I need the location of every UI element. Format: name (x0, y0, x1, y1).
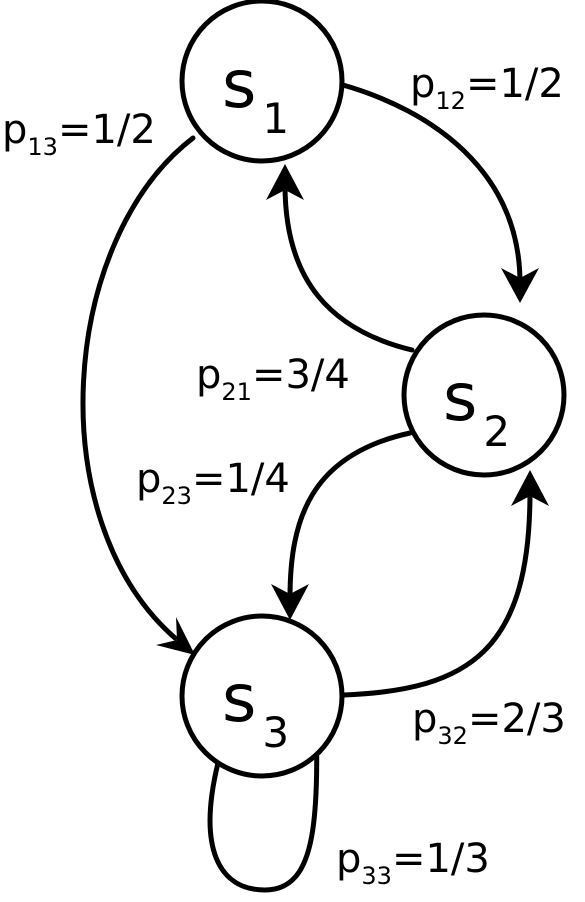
label-p33-symbol: p (336, 836, 361, 882)
state-s3: s 3 (179, 613, 345, 779)
state-s2-circle (401, 312, 567, 478)
state-s1: s 1 (179, 0, 345, 164)
label-p33: p33=1/3 (336, 836, 490, 890)
label-p13-value: =1/2 (58, 107, 156, 153)
label-p21-index: 21 (221, 378, 252, 406)
edge-s3-s2 (341, 489, 533, 698)
label-p32-symbol: p (412, 696, 437, 742)
label-p23: p23=1/4 (136, 456, 290, 510)
state-s3-letter: s (222, 660, 256, 737)
edge-s2-s1-arrowhead (266, 164, 304, 200)
edge-s2-s3 (287, 430, 413, 601)
label-p23-value: =1/4 (192, 456, 290, 502)
label-p32-value: =2/3 (468, 696, 566, 742)
label-p12-symbol: p (410, 61, 435, 107)
label-p32: p32=2/3 (412, 696, 566, 750)
state-s2-letter: s (443, 359, 477, 436)
state-s3-circle (179, 613, 345, 779)
label-p33-value: =1/3 (392, 836, 490, 882)
edge-s1-s3 (80, 135, 196, 641)
state-s1-subscript: 1 (262, 94, 289, 143)
state-s1-label: s 1 (222, 46, 289, 143)
label-p21-symbol: p (196, 352, 221, 398)
label-p13-index: 13 (27, 133, 58, 161)
label-p21: p21=3/4 (196, 352, 350, 406)
state-s1-letter: s (222, 46, 256, 123)
label-p13: p13=1/2 (2, 107, 156, 161)
label-p32-index: 32 (437, 722, 468, 750)
edge-s1-s2 (340, 82, 523, 286)
edge-s3-s3 (207, 689, 320, 893)
label-p12-value: =1/2 (466, 61, 564, 107)
state-s2-label: s 2 (443, 359, 510, 456)
label-p12: p12=1/2 (410, 61, 564, 115)
edge-labels: p12=1/2 p13=1/2 p21=3/4 p23=1/4 p32=2/3 … (2, 61, 566, 890)
label-p13-symbol: p (2, 107, 27, 153)
state-s3-subscript: 3 (262, 708, 289, 757)
label-p23-symbol: p (136, 456, 161, 502)
state-s1-circle (179, 0, 345, 164)
label-p33-index: 33 (361, 862, 392, 890)
edge-s2-s3-arrowhead (271, 584, 309, 620)
state-s2-subscript: 2 (483, 407, 510, 456)
label-p21-value: =3/4 (252, 352, 350, 398)
label-p12-index: 12 (435, 87, 466, 115)
state-s2: s 2 (401, 312, 567, 478)
edge-s1-s3-arrowhead (156, 617, 195, 655)
state-s3-label: s 3 (222, 660, 289, 757)
edge-s1-s2-arrowhead (501, 268, 539, 303)
edge-s3-s2-arrowhead (511, 470, 549, 506)
label-p23-index: 23 (161, 482, 192, 510)
edge-s2-s1 (282, 182, 415, 353)
